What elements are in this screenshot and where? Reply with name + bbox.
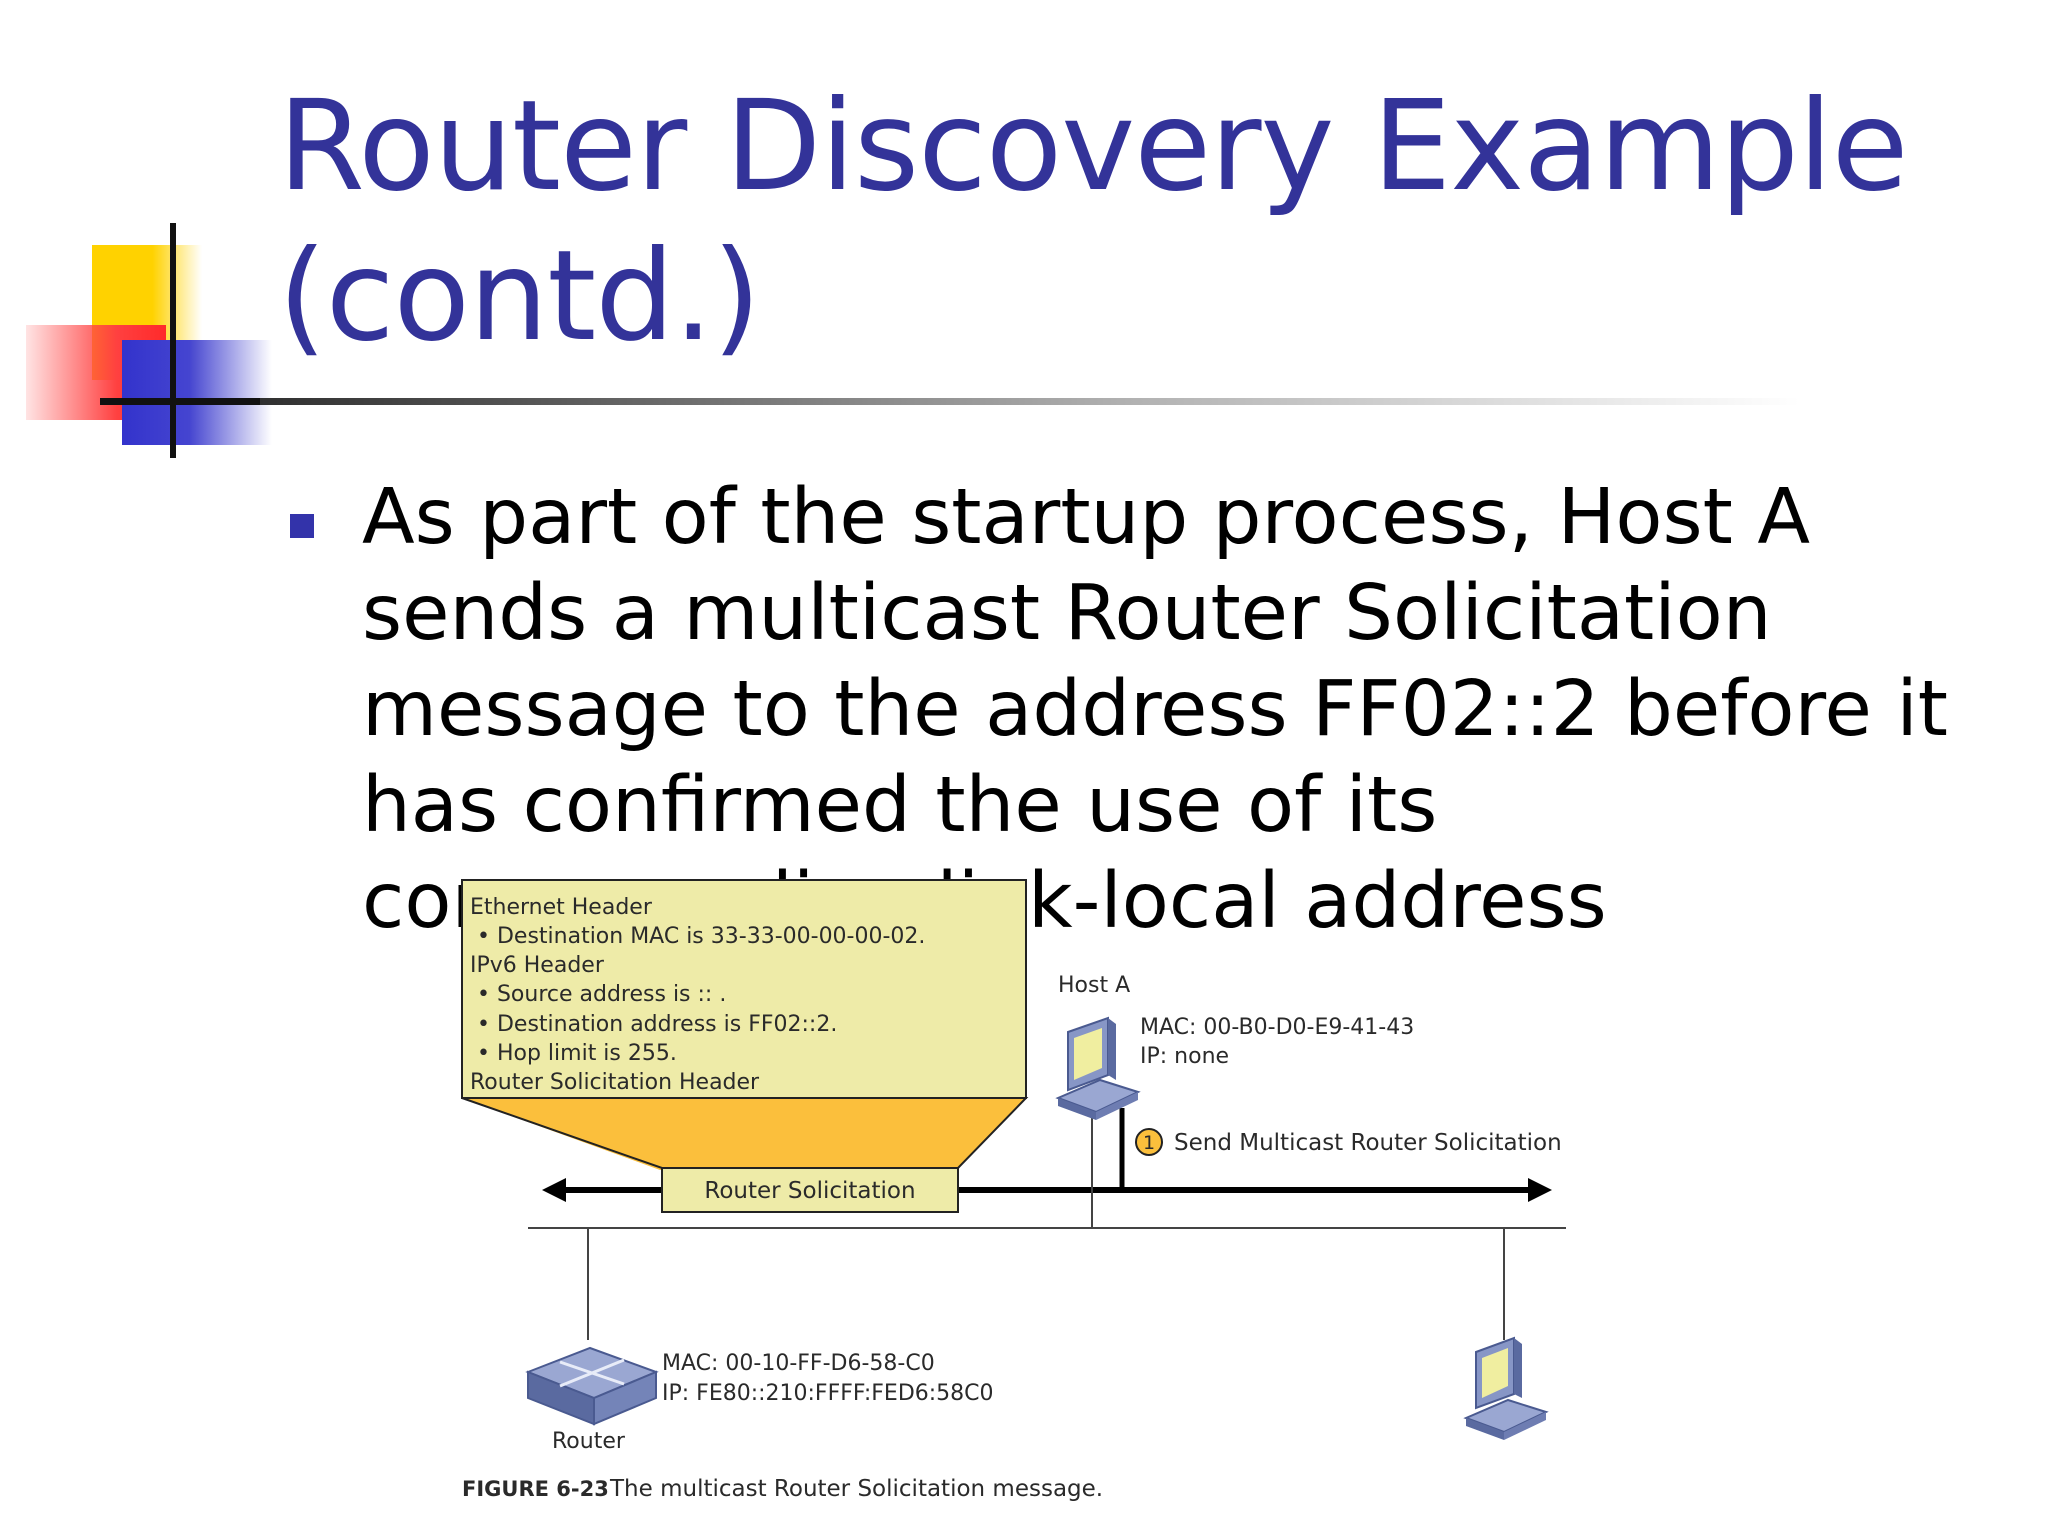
title-underline (100, 398, 1800, 405)
figure-caption-text: The multicast Router Solicitation messag… (609, 1476, 1103, 1502)
callout-line-2: • Destination MAC is 33-33-00-00-00-02. (470, 924, 925, 949)
step-number-icon (1135, 1128, 1163, 1156)
host-b-computer-icon (1463, 1336, 1549, 1440)
arrow-right-head (1528, 1178, 1552, 1202)
step-number: 1 (1143, 1132, 1155, 1154)
packet-label: Router Solicitation (704, 1178, 915, 1204)
router-icon (525, 1346, 659, 1426)
step-text: Send Multicast Router Solicitation (1174, 1130, 1562, 1156)
callout-line-5: • Destination address is FF02::2. (470, 1012, 837, 1037)
callout-line-1: Ethernet Header (470, 895, 653, 920)
arrow-left-head (542, 1178, 566, 1202)
callout-line-4: • Source address is :: . (470, 982, 726, 1007)
bullet-text: As part of the startup process, Host A s… (362, 473, 1948, 946)
host-a-computer-icon (1055, 1016, 1141, 1120)
figure-caption-number: FIGURE 6-23 (462, 1477, 609, 1501)
router-ip: IP: FE80::210:FFFF:FED6:58C0 (662, 1381, 994, 1406)
host-a-label: Host A (1058, 973, 1130, 998)
callout-line-6: • Hop limit is 255. (470, 1041, 677, 1066)
decor-horizontal-line (100, 398, 260, 405)
callout-line-3: IPv6 Header (470, 953, 605, 978)
decor-blue-square (122, 340, 272, 445)
packet-box (661, 1167, 959, 1213)
callout-box (461, 879, 1027, 1099)
host-a-ip: IP: none (1140, 1044, 1229, 1069)
callout-funnel-outline (461, 1097, 1029, 1169)
slide-title-line2: (contd.) (278, 224, 761, 369)
callout-line-7: Router Solicitation Header (470, 1070, 760, 1095)
router-label: Router (552, 1429, 626, 1454)
slide-title-line1: Router Discovery Example (278, 74, 1909, 219)
host-a-mac: MAC: 00-B0-D0-E9-41-43 (1140, 1015, 1414, 1040)
slide-title: Router Discovery Example (contd.) (278, 72, 1978, 372)
bullet-square-icon (290, 514, 314, 538)
decor-vertical-line (170, 223, 176, 458)
router-mac: MAC: 00-10-FF-D6-58-C0 (662, 1351, 935, 1376)
